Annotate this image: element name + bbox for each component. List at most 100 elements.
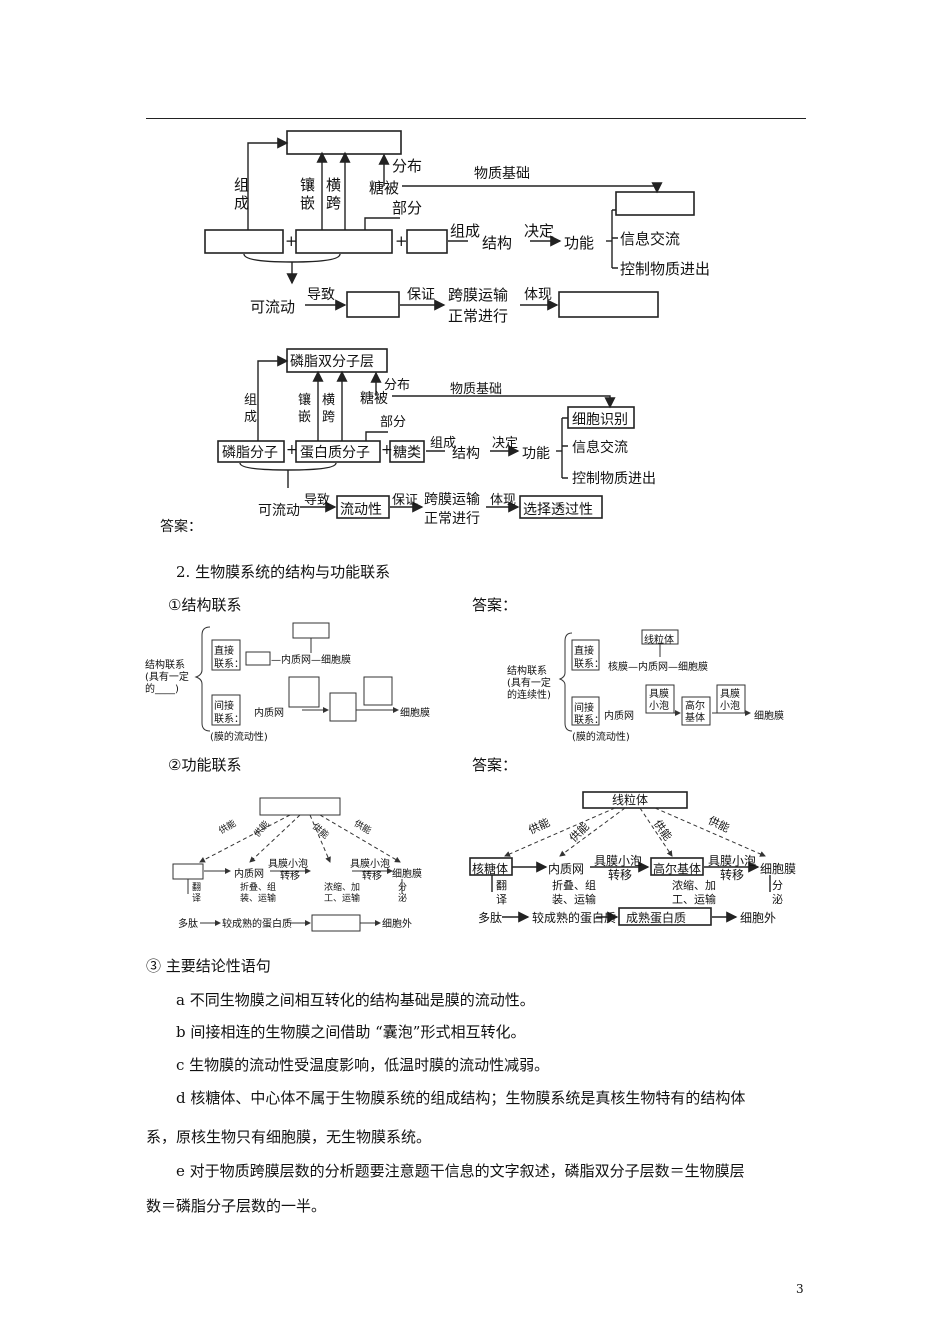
d2-jueding: 决定 — [492, 436, 519, 451]
fa-xibaowai: 细胞外 — [740, 911, 777, 925]
para-e1: e 对于物质跨膜层数的分析题要注意题干信息的文字叙述，磷脂双分子层数＝生物膜层 — [176, 1162, 745, 1180]
function-link-question — [172, 797, 403, 932]
fq-jumo1: 具膜小泡 — [268, 859, 308, 870]
fa-zhedie: 折叠、组 — [552, 879, 596, 892]
d2-fenbu: 分布 — [384, 378, 411, 393]
sa-xibaomo: 细胞膜 — [754, 711, 784, 722]
membrane-structure-diagram-question — [204, 130, 695, 318]
para-a: a 不同生物膜之间相互转化的结构基础是膜的流动性。 — [176, 991, 535, 1009]
fa-jumo1: 具膜小泡 — [594, 854, 643, 868]
d2-danbai: 蛋白质分子 — [300, 445, 370, 461]
sub2-title: ②功能联系 — [168, 756, 242, 774]
d1-hengkua: 横跨 — [326, 176, 342, 212]
d2-daozhi: 导致 — [304, 493, 331, 508]
sq-foot: (膜的流动性) — [210, 732, 268, 743]
fq-nongsuo: 浓缩、加 — [324, 883, 361, 893]
sa-jumo2: 具膜 — [720, 689, 740, 700]
d1-fenbu: 分布 — [392, 157, 423, 175]
sa-zhijie: 直接 — [574, 646, 594, 657]
fq-mi: 泌 — [398, 894, 408, 904]
sq-title1: 结构联系 — [145, 660, 185, 671]
fq-zhuanyi1: 转移 — [280, 871, 300, 882]
sq-chain: —内质网—细胞膜 — [271, 655, 351, 666]
answer-label: 答案： — [160, 519, 202, 535]
d1-zucheng: 组成 — [234, 176, 250, 212]
fa-duotai: 多肽 — [478, 911, 503, 925]
para-b: b 间接相连的生物膜之间借助 “囊泡”形式相互转化。 — [176, 1023, 526, 1041]
para-c: c 生物膜的流动性受温度影响，低温时膜的流动性减弱。 — [176, 1056, 550, 1074]
sub1-title: ①结构联系 — [168, 596, 242, 614]
d2-liudongxing: 流动性 — [340, 502, 382, 518]
d1-baozheng: 保证 — [407, 287, 435, 303]
d2-kongzhi: 控制物质进出 — [572, 471, 656, 487]
sa-gaoer2: 基体 — [685, 713, 705, 724]
fa-zhuanyi2: 转移 — [720, 868, 745, 882]
fa-fen: 分 — [772, 879, 783, 892]
blank-box-recognition[interactable] — [615, 191, 695, 216]
function-link-answer — [469, 791, 771, 926]
fq-xibaomo: 细胞膜 — [392, 869, 422, 880]
fa-hetangti: 核糖体 — [472, 862, 509, 876]
d1-kongzhi: 控制物质进出 — [620, 260, 711, 278]
d2-zucheng: 组成 — [244, 393, 258, 425]
fa-fan: 翻 — [496, 879, 507, 892]
sq-jianjie: 间接 — [214, 701, 234, 712]
sub2-answer: 答案： — [472, 756, 518, 774]
section2-title: 2. 生物膜系统的结构与功能联系 — [176, 563, 391, 581]
fa-yi: 译 — [496, 893, 507, 906]
d2-hengkua: 横跨 — [322, 393, 336, 425]
membrane-structure-diagram-answer — [217, 348, 635, 519]
d1-gongneng: 功能 — [564, 234, 595, 252]
sub1-answer: 答案： — [472, 596, 518, 614]
fq-zhedie: 折叠、组 — [240, 883, 277, 893]
blank-box-sugar[interactable] — [406, 229, 448, 254]
d2-xuanze: 选择透过性 — [523, 502, 593, 518]
d2-linzhi-shuang: 磷脂双分子层 — [290, 354, 374, 370]
blank-box-selectivity[interactable] — [558, 291, 659, 318]
fq-jiao: 较成熟的蛋白质 — [222, 919, 292, 930]
sq-zhijie: 直接 — [214, 646, 234, 657]
d1-tangbei: 糖被 — [369, 179, 400, 197]
d2-xiangqian: 镶嵌 — [298, 393, 312, 425]
sq-xibaomo: 细胞膜 — [400, 708, 430, 719]
d2-tanglei: 糖类 — [393, 445, 421, 461]
fq-xibaowai: 细胞外 — [382, 919, 412, 930]
fa-chengshu: 成熟蛋白质 — [626, 911, 687, 925]
fa-mi: 泌 — [772, 893, 783, 906]
sa-foot: (膜的流动性) — [572, 732, 630, 743]
d2-linzhi: 磷脂分子 — [222, 445, 278, 461]
d1-plus1: + — [285, 232, 298, 250]
d2-xinxi: 信息交流 — [572, 440, 628, 456]
sa-title1: 结构联系 — [507, 666, 547, 677]
sa-xianliti: 线粒体 — [644, 635, 674, 646]
fa-zhuang: 装、运输 — [552, 893, 596, 906]
d1-keliudong: 可流动 — [250, 298, 296, 316]
d2-plus1: + — [286, 442, 298, 458]
blank-box-fluidity[interactable] — [346, 291, 400, 318]
d2-baozheng: 保证 — [392, 493, 419, 508]
fa-gaoer: 高尔基体 — [653, 862, 702, 876]
sa-neizhiwang: 内质网 — [604, 711, 634, 722]
sa-xiaopao1: 小泡 — [649, 701, 669, 712]
blank-box-phospholipid[interactable] — [204, 229, 284, 254]
d2-plus2: + — [381, 442, 393, 458]
blank-box-protein[interactable] — [295, 229, 393, 254]
fa-xibaomo: 细胞膜 — [760, 862, 797, 876]
sq-title3: 的____) — [145, 684, 179, 695]
d1-zhengchang: 正常进行 — [448, 307, 509, 325]
d1-jiegou: 结构 — [482, 234, 513, 252]
fa-neizhiwang: 内质网 — [548, 862, 585, 876]
d2-gongneng: 功能 — [522, 446, 550, 462]
sa-jianjie: 间接 — [574, 703, 594, 714]
fq-zhuanyi2: 转移 — [362, 871, 382, 882]
fq-yi: 译 — [192, 894, 202, 904]
d2-bufen: 部分 — [380, 415, 407, 430]
d1-xiangqian: 镶嵌 — [300, 176, 316, 212]
d2-xibao-shibie: 细胞识别 — [572, 412, 628, 428]
d2-wuzhi: 物质基础 — [450, 382, 503, 397]
blank-box-top[interactable] — [286, 130, 402, 155]
sa-jumo1: 具膜 — [649, 689, 669, 700]
fq-neizhiwang: 内质网 — [234, 869, 264, 880]
d1-bufen: 部分 — [392, 199, 423, 217]
structure-link-question — [194, 622, 399, 732]
